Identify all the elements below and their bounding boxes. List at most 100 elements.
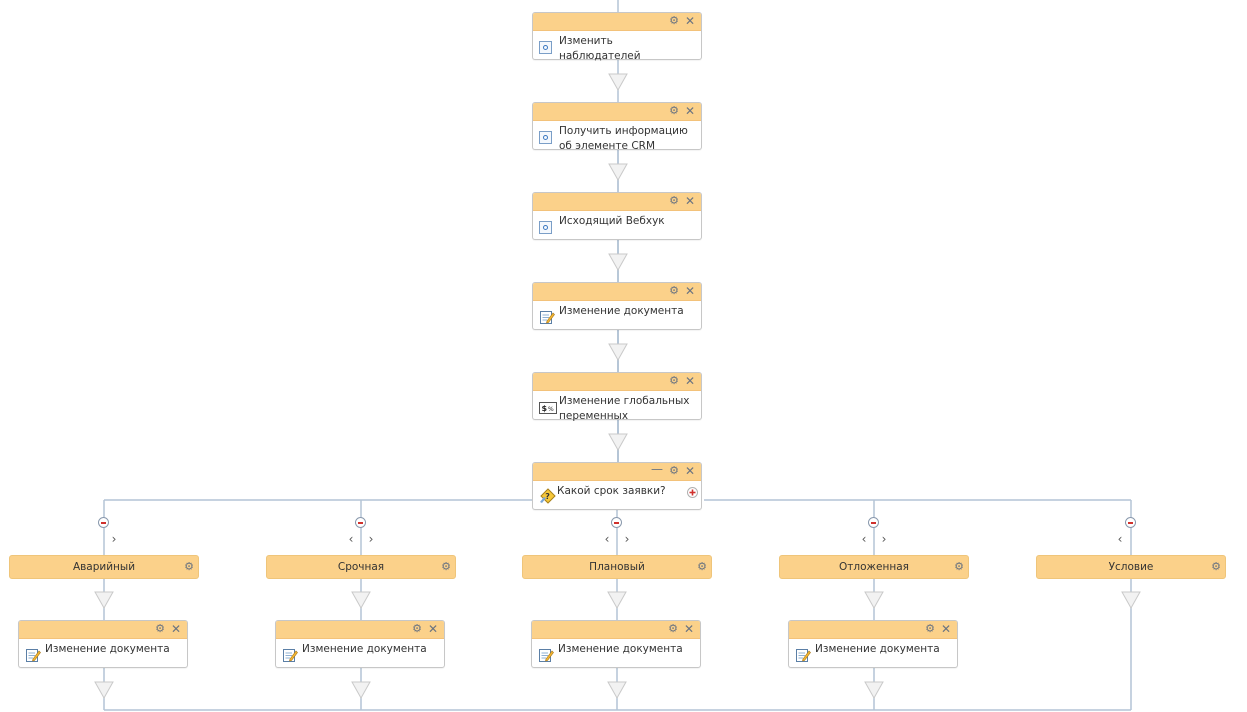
drop-target-arrow-icon[interactable] bbox=[608, 433, 628, 452]
settings-icon[interactable]: ⚙ bbox=[412, 622, 422, 635]
settings-icon[interactable]: ⚙ bbox=[669, 104, 679, 117]
branch-label: Срочная bbox=[337, 561, 385, 573]
activity-label: Изменение документа bbox=[45, 643, 170, 655]
activity-block[interactable]: ⚙ ✕ Изменение документа bbox=[788, 620, 958, 668]
close-icon[interactable]: ✕ bbox=[684, 464, 696, 478]
remove-branch-button[interactable] bbox=[868, 517, 879, 528]
drop-target-arrow-icon[interactable] bbox=[607, 681, 627, 700]
block-header: ⚙ ✕ bbox=[532, 621, 700, 639]
remove-branch-button[interactable] bbox=[1125, 517, 1136, 528]
drop-target-arrow-icon[interactable] bbox=[94, 591, 114, 610]
document-edit-icon bbox=[283, 649, 298, 662]
drop-target-arrow-icon[interactable] bbox=[864, 591, 884, 610]
condition-block[interactable]: — ⚙ ✕ ? Какой срок заявки? bbox=[532, 462, 702, 510]
drop-target-arrow-icon[interactable] bbox=[607, 591, 627, 610]
block-header: ⚙ ✕ bbox=[789, 621, 957, 639]
drop-target-arrow-icon[interactable] bbox=[608, 253, 628, 272]
branch-label: Условие bbox=[1108, 561, 1154, 573]
move-right-icon[interactable]: › bbox=[368, 532, 374, 546]
close-icon[interactable]: ✕ bbox=[684, 374, 696, 388]
close-icon[interactable]: ✕ bbox=[170, 622, 182, 636]
settings-icon[interactable]: ⚙ bbox=[669, 374, 679, 387]
block-header: — ⚙ ✕ bbox=[533, 462, 701, 481]
branch-label: Плановый bbox=[589, 561, 645, 573]
activity-block[interactable]: ⚙ ✕ Исходящий Вебхук bbox=[532, 192, 702, 240]
settings-icon[interactable]: ⚙ bbox=[1211, 560, 1221, 573]
branch-header[interactable]: Срочная ⚙ bbox=[266, 555, 456, 579]
activity-label: Изменение документа bbox=[558, 643, 683, 655]
close-icon[interactable]: ✕ bbox=[940, 622, 952, 636]
activity-label: Изменение документа bbox=[559, 305, 684, 317]
drop-target-arrow-icon[interactable] bbox=[864, 681, 884, 700]
move-left-icon[interactable]: ‹ bbox=[1117, 532, 1123, 546]
remove-branch-button[interactable] bbox=[611, 517, 622, 528]
block-header: ⚙ ✕ bbox=[533, 193, 701, 211]
settings-icon[interactable]: ⚙ bbox=[669, 464, 679, 477]
drop-target-arrow-icon[interactable] bbox=[608, 343, 628, 362]
settings-icon[interactable]: ⚙ bbox=[441, 560, 451, 573]
block-header: ⚙ ✕ bbox=[533, 13, 701, 31]
condition-label: Какой срок заявки? bbox=[557, 485, 666, 497]
svg-text:?: ? bbox=[545, 492, 550, 501]
activity-label: Изменить наблюдателей bbox=[559, 35, 641, 62]
condition-icon: ? bbox=[540, 488, 556, 504]
settings-icon[interactable]: ⚙ bbox=[668, 622, 678, 635]
branch-header[interactable]: Отложенная ⚙ bbox=[779, 555, 969, 579]
activity-block[interactable]: ⚙ ✕ Получить информацию об элементе CRM bbox=[532, 102, 702, 152]
settings-icon[interactable]: ⚙ bbox=[669, 14, 679, 27]
settings-icon[interactable]: ⚙ bbox=[155, 622, 165, 635]
settings-icon[interactable]: ⚙ bbox=[697, 560, 707, 573]
activity-block[interactable]: ⚙ ✕ Изменение документа bbox=[18, 620, 188, 668]
drop-target-arrow-icon[interactable] bbox=[351, 681, 371, 700]
branch-header[interactable]: Условие ⚙ bbox=[1036, 555, 1226, 579]
activity-block[interactable]: ⚙ ✕ $ % Изменение глобальных переменных bbox=[532, 372, 702, 422]
move-right-icon[interactable]: › bbox=[881, 532, 887, 546]
activity-block[interactable]: ⚙ ✕ Изменение документа bbox=[531, 620, 701, 668]
settings-icon[interactable]: ⚙ bbox=[669, 284, 679, 297]
drop-target-arrow-icon[interactable] bbox=[94, 681, 114, 700]
document-edit-icon bbox=[540, 311, 555, 324]
add-branch-icon[interactable] bbox=[687, 487, 698, 498]
branch-label: Отложенная bbox=[839, 561, 909, 573]
activity-label: Изменение документа bbox=[302, 643, 427, 655]
drop-target-arrow-icon[interactable] bbox=[608, 73, 628, 92]
global-variables-icon: $ % bbox=[539, 402, 557, 414]
svg-text:$: $ bbox=[542, 404, 548, 413]
move-left-icon[interactable]: ‹ bbox=[348, 532, 354, 546]
close-icon[interactable]: ✕ bbox=[684, 14, 696, 28]
activity-label: Исходящий Вебхук bbox=[559, 215, 665, 227]
activity-block[interactable]: ⚙ ✕ Изменение документа bbox=[275, 620, 445, 668]
close-icon[interactable]: ✕ bbox=[684, 194, 696, 208]
drop-target-arrow-icon[interactable] bbox=[1121, 591, 1141, 610]
activity-label: Изменение глобальных переменных bbox=[559, 395, 690, 422]
settings-icon[interactable]: ⚙ bbox=[925, 622, 935, 635]
move-left-icon[interactable]: ‹ bbox=[604, 532, 610, 546]
activity-circle-icon bbox=[539, 41, 552, 54]
settings-icon[interactable]: ⚙ bbox=[669, 194, 679, 207]
block-header: ⚙ ✕ bbox=[19, 621, 187, 639]
move-right-icon[interactable]: › bbox=[111, 532, 117, 546]
remove-branch-button[interactable] bbox=[98, 517, 109, 528]
settings-icon[interactable]: ⚙ bbox=[184, 560, 194, 573]
branch-header[interactable]: Плановый ⚙ bbox=[522, 555, 712, 579]
drop-target-arrow-icon[interactable] bbox=[608, 163, 628, 182]
remove-branch-button[interactable] bbox=[355, 517, 366, 528]
activity-block[interactable]: ⚙ ✕ Изменение документа bbox=[532, 282, 702, 330]
move-right-icon[interactable]: › bbox=[624, 532, 630, 546]
drop-target-arrow-icon[interactable] bbox=[351, 591, 371, 610]
minimize-icon[interactable]: — bbox=[651, 462, 663, 476]
activity-label: Изменение документа bbox=[815, 643, 940, 655]
activity-circle-icon bbox=[539, 221, 552, 234]
document-edit-icon bbox=[26, 649, 41, 662]
move-left-icon[interactable]: ‹ bbox=[861, 532, 867, 546]
block-header: ⚙ ✕ bbox=[533, 103, 701, 121]
close-icon[interactable]: ✕ bbox=[684, 104, 696, 118]
branch-header[interactable]: Аварийный ⚙ bbox=[9, 555, 199, 579]
activity-label: Получить информацию об элементе CRM bbox=[559, 125, 688, 152]
close-icon[interactable]: ✕ bbox=[683, 622, 695, 636]
close-icon[interactable]: ✕ bbox=[427, 622, 439, 636]
close-icon[interactable]: ✕ bbox=[684, 284, 696, 298]
settings-icon[interactable]: ⚙ bbox=[954, 560, 964, 573]
activity-block[interactable]: ⚙ ✕ Изменить наблюдателей bbox=[532, 12, 702, 62]
